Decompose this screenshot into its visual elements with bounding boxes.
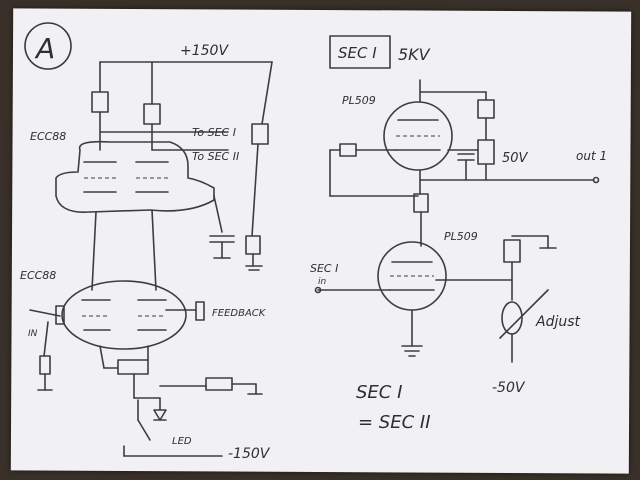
rail-resistor-2 — [245, 235, 261, 255]
right-circuit: SEC I 5KV PL509 50V out 1 — [310, 35, 607, 433]
feedback-cap — [195, 301, 205, 321]
plate-resistor-2 — [143, 103, 161, 125]
to-sec1-label: To SEC I — [192, 126, 236, 139]
rail-resistor — [251, 123, 269, 145]
out-terminal — [592, 176, 600, 184]
equation-line-2: = SEC II — [358, 412, 431, 433]
pl509-bottom-label: PL509 — [444, 230, 478, 243]
out-label: out 1 — [576, 149, 607, 163]
input-cap — [55, 305, 65, 325]
screen-resistor — [477, 99, 495, 119]
plate-resistor-1 — [91, 91, 109, 113]
tube1-label: ECC88 — [30, 130, 66, 143]
sec-in-label-1: SEC I — [310, 262, 338, 275]
tube2-envelope — [61, 280, 187, 350]
bias-resistor — [205, 377, 233, 391]
tube2-label: ECC88 — [20, 269, 56, 282]
minus50-top-label: 50V — [502, 151, 529, 166]
pl509-top-envelope — [383, 101, 453, 171]
sec-in-label-2: in — [318, 277, 327, 287]
badge-label: A — [34, 32, 55, 65]
sec-in-terminal — [314, 286, 322, 294]
bottom-rail-label: -150V — [228, 446, 271, 462]
led-symbol — [153, 409, 167, 421]
tube1-envelope — [55, 140, 215, 213]
adjust-resistor — [503, 239, 521, 263]
left-circuit: A +150V To SEC I To SEC II ECC88 — [20, 22, 273, 462]
kv-label: 5KV — [398, 45, 431, 64]
sec-title-box — [329, 35, 391, 69]
grid-resistor — [339, 143, 357, 157]
in-label: IN — [28, 329, 38, 339]
to-sec2-label: To SEC II — [192, 150, 239, 163]
equation-line-1: SEC I — [356, 382, 402, 403]
feedback-label: FEEDBACK — [212, 308, 267, 319]
adjust-label: Adjust — [535, 314, 581, 330]
minus50-bottom-label: -50V — [492, 380, 526, 396]
sec-title: SEC I — [338, 44, 377, 62]
screen-resistor-2 — [477, 139, 495, 165]
top-rail-label: +150V — [180, 43, 229, 59]
badge-circle — [24, 22, 72, 70]
pl509-top-label: PL509 — [342, 94, 376, 107]
input-resistor — [39, 355, 51, 375]
cathode-resistor — [117, 359, 149, 375]
led-label: LED — [172, 436, 192, 447]
